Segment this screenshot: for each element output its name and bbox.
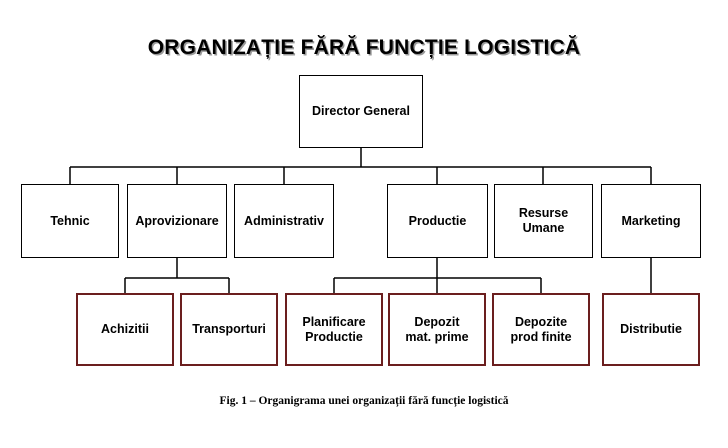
node-label: Depozite prod finite bbox=[510, 314, 572, 344]
node-director-general: Director General bbox=[299, 75, 423, 148]
node-marketing: Marketing bbox=[601, 184, 701, 258]
node-label: Planificare Productie bbox=[302, 314, 366, 344]
node-productie: Productie bbox=[387, 184, 488, 258]
node-resurse-umane: Resurse Umane bbox=[494, 184, 593, 258]
node-label: Productie bbox=[408, 213, 467, 228]
node-label: Achizitii bbox=[101, 322, 149, 336]
node-label: Director General bbox=[312, 104, 410, 118]
node-label: Depozit mat. prime bbox=[405, 314, 469, 344]
node-transporturi: Transporturi bbox=[180, 293, 278, 366]
figure-caption: Fig. 1 – Organigrama unei organizații fă… bbox=[219, 395, 509, 407]
node-label: Marketing bbox=[621, 213, 681, 228]
node-label: Aprovizionare bbox=[135, 213, 219, 228]
node-depozit-mat-prime: Depozit mat. prime bbox=[388, 293, 486, 366]
node-label: Resurse Umane bbox=[518, 206, 569, 235]
node-achizitii: Achizitii bbox=[76, 293, 174, 366]
node-label: Tehnic bbox=[50, 213, 90, 228]
node-distributie: Distributie bbox=[602, 293, 700, 366]
node-depozite-prod-finite: Depozite prod finite bbox=[492, 293, 590, 366]
node-label: Distributie bbox=[620, 322, 682, 336]
node-label: Transporturi bbox=[192, 322, 266, 336]
node-label: Administrativ bbox=[244, 213, 324, 228]
node-planificare-productie: Planificare Productie bbox=[285, 293, 383, 366]
node-administrativ: Administrativ bbox=[234, 184, 334, 258]
node-tehnic: Tehnic bbox=[21, 184, 119, 258]
diagram-title: ORGANIZAȚIE FĂRĂ FUNCȚIE LOGISTICĂ bbox=[147, 36, 581, 59]
node-aprovizionare: Aprovizionare bbox=[127, 184, 227, 258]
